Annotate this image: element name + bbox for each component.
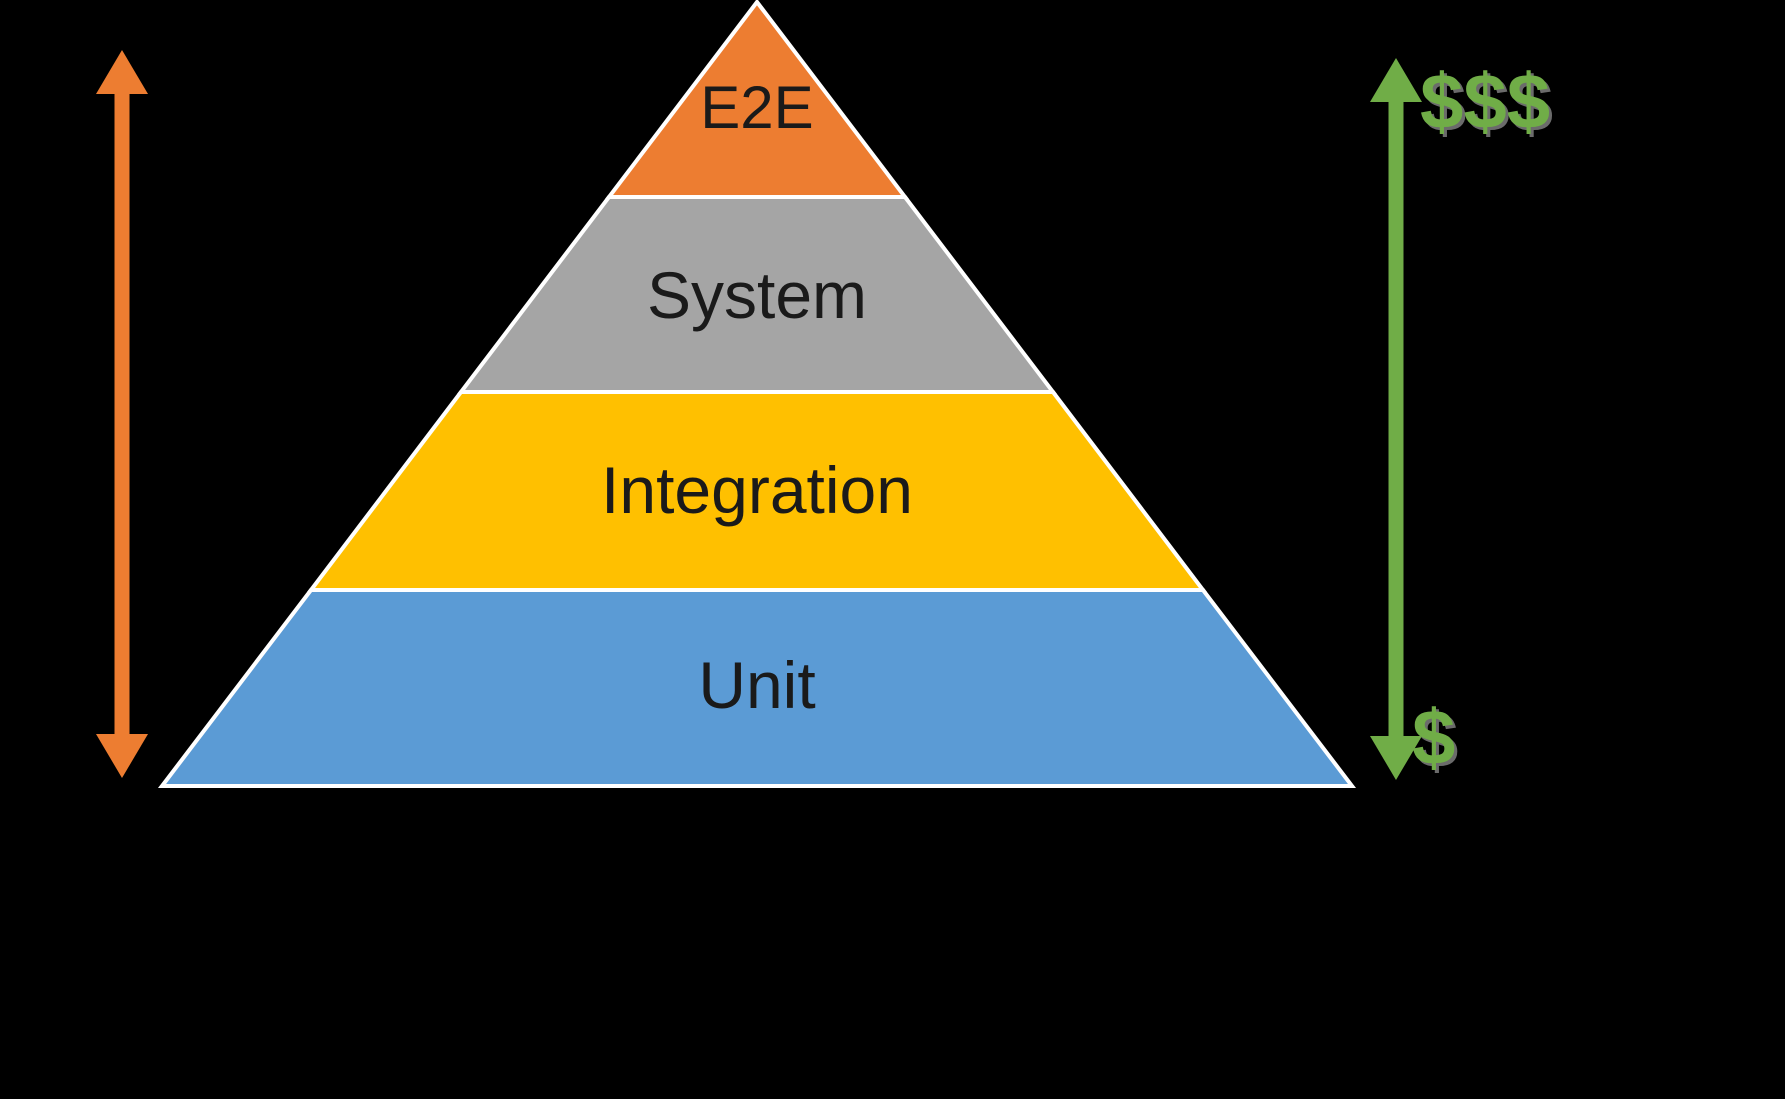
left-vertical-arrow [96, 50, 148, 778]
layer-system-label: System [647, 258, 867, 332]
pyramid-labels: E2E System Integration Unit [601, 74, 913, 722]
right-arrow-head-down-icon [1370, 736, 1422, 780]
left-arrow-head-down-icon [96, 734, 148, 778]
layer-e2e-label: E2E [700, 74, 813, 141]
layer-unit-label: Unit [698, 648, 815, 722]
cost-high-label: $$$ [1420, 57, 1551, 145]
right-vertical-arrow [1370, 58, 1422, 780]
layer-integration-label: Integration [601, 453, 913, 527]
right-arrow-head-up-icon [1370, 58, 1422, 102]
pyramid-layers [157, 0, 1357, 788]
layer-unit [157, 588, 1357, 788]
cost-low-label: $ [1412, 693, 1456, 781]
left-arrow-head-up-icon [96, 50, 148, 94]
